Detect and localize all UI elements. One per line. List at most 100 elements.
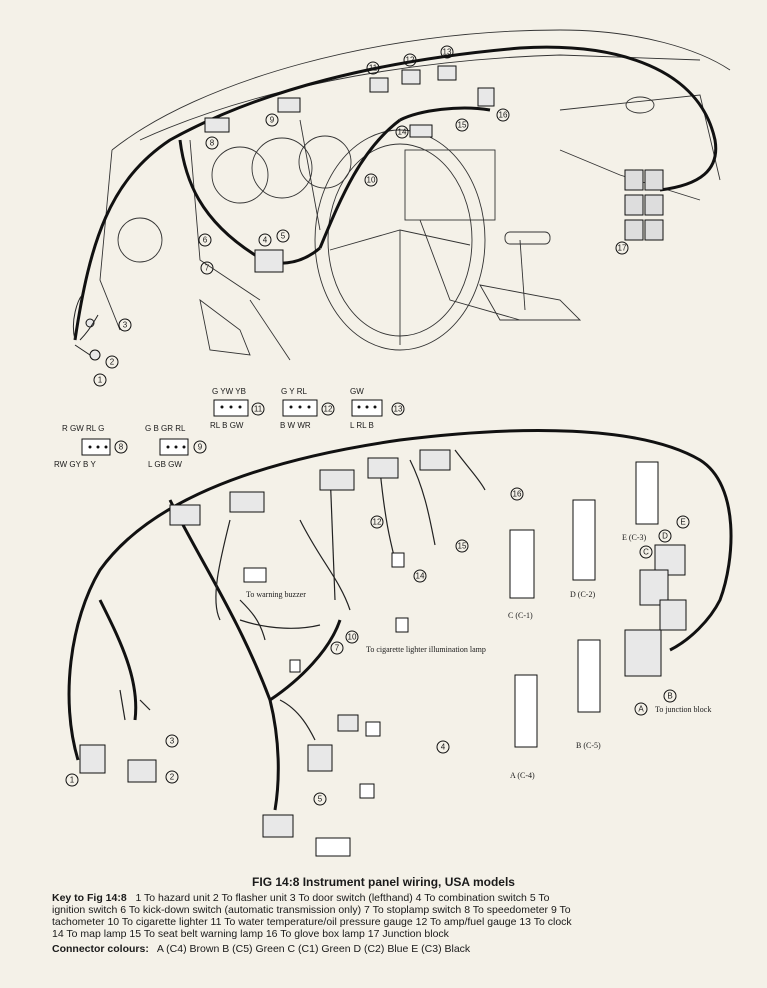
svg-text:5: 5 [318,795,323,804]
callout-7-lower: 7 [330,641,344,655]
c13-bottom: L RL B [350,421,374,430]
svg-text:17: 17 [618,244,627,253]
wiring-diagram: 1 2 3 4 5 6 7 8 9 10 11 12 13 14 15 16 1… [54,29,733,857]
lower-branches [119,449,486,741]
c8-top: R GW RL G [62,424,104,433]
svg-text:8: 8 [119,443,124,452]
svg-text:7: 7 [335,644,340,653]
callout-12-lower: 12 [370,515,384,529]
svg-text:4: 4 [441,743,446,752]
callout-4-lower: 4 [436,740,450,754]
svg-text:9: 9 [198,443,203,452]
letter-b: B [663,689,677,703]
callout-9-key: 9 [193,440,207,454]
key-text-1: 1 To hazard unit 2 To flasher unit 3 To … [135,892,550,904]
callout-12: 12 [403,53,417,67]
callout-6: 6 [198,233,212,247]
svg-text:1: 1 [98,376,103,385]
svg-text:16: 16 [513,490,522,499]
svg-text:2: 2 [170,773,175,782]
svg-text:4: 4 [263,236,268,245]
lower-callouts: 1 2 3 4 5 7 10 12 14 15 16 [65,487,524,806]
dashboard-illustration [99,29,731,361]
c5-label: B (C-5) [576,741,601,750]
key-title: Key to Fig 14:8 [52,892,127,904]
callout-7: 7 [200,261,214,275]
svg-text:12: 12 [373,518,382,527]
colours-title: Connector colours: [52,943,149,955]
upper-callouts: 1 2 3 4 5 6 7 8 9 10 11 12 13 14 15 16 1… [93,45,629,387]
key-row-4: 14 To map lamp 15 To seat belt warning l… [52,928,449,940]
connector-colours: Connector colours:A (C4) Brown B (C5) Gr… [52,943,742,955]
lower-connector-blocks [79,449,687,838]
c11-bottom: RL B GW [210,421,244,430]
svg-text:A: A [638,705,644,714]
callout-12-key: 12 [321,402,335,416]
callout-16: 16 [496,108,510,122]
c9-bottom: L GB GW [148,460,182,469]
callout-4: 4 [258,233,272,247]
callout-13-key: 13 [391,402,405,416]
key-row-1: Key to Fig 14:8 1 To hazard unit 2 To fl… [52,892,742,904]
c12-top: G Y RL [281,387,307,396]
svg-text:E: E [680,518,685,527]
callout-17: 17 [615,241,629,255]
letter-a: A [634,702,648,716]
letter-e: E [676,515,690,529]
key-row-3: tachometer 10 To cigarette lighter 11 To… [52,916,572,928]
callout-8-key: 8 [114,440,128,454]
callout-15-lower: 15 [455,539,469,553]
upper-harness [73,45,718,341]
c8-bottom: RW GY B Y [54,460,96,469]
junction-block-17 [624,169,664,241]
svg-text:2: 2 [110,358,115,367]
c11-top: G YW YB [212,387,246,396]
callout-1: 1 [93,373,107,387]
callout-1-lower: 1 [65,773,79,787]
callout-15: 15 [455,118,469,132]
letter-c: C [639,545,653,559]
svg-text:8: 8 [210,139,215,148]
svg-text:14: 14 [398,128,407,137]
svg-text:7: 7 [205,264,210,273]
callout-3: 3 [118,318,132,332]
letter-d: D [658,529,672,543]
callout-10-lower: 10 [345,630,359,644]
callout-10: 10 [364,173,378,187]
callout-11-key: 11 [251,402,265,416]
cig-lamp-label: To cigarette lighter illumination lamp [366,645,486,654]
callout-16-lower: 16 [510,487,524,501]
c1-label: C (C-1) [508,611,533,620]
svg-text:11: 11 [369,64,378,73]
svg-text:10: 10 [348,633,357,642]
c9-top: G B GR RL [145,424,186,433]
svg-text:15: 15 [458,121,467,130]
pin-dots [88,405,377,449]
callout-14: 14 [395,125,409,139]
svg-text:C: C [643,548,649,557]
callout-13: 13 [440,45,454,59]
callout-14-lower: 14 [413,569,427,583]
callout-9: 9 [265,113,279,127]
c12-bottom: B W WR [280,421,311,430]
c3-label: E (C-3) [622,533,647,542]
svg-text:12: 12 [324,405,333,414]
callout-11: 11 [366,61,380,75]
svg-text:3: 3 [123,321,128,330]
svg-text:5: 5 [281,232,286,241]
svg-text:9: 9 [270,116,275,125]
svg-text:10: 10 [367,176,376,185]
callout-5: 5 [276,229,290,243]
junction-block-label: To junction block [655,705,711,714]
c2-label: D (C-2) [570,590,595,599]
warning-buzzer-label: To warning buzzer [246,590,306,599]
callout-5-lower: 5 [313,792,327,806]
top-connector-labels: G YW YB RL B GW 11 G Y RL B W WR 12 GW L… [54,387,405,469]
svg-text:B: B [667,692,672,701]
figure-key: Key to Fig 14:8 1 To hazard unit 2 To fl… [52,892,742,955]
svg-text:6: 6 [203,236,208,245]
svg-text:12: 12 [406,56,415,65]
c13-top: GW [350,387,364,396]
callout-3-lower: 3 [165,734,179,748]
svg-text:14: 14 [416,572,425,581]
